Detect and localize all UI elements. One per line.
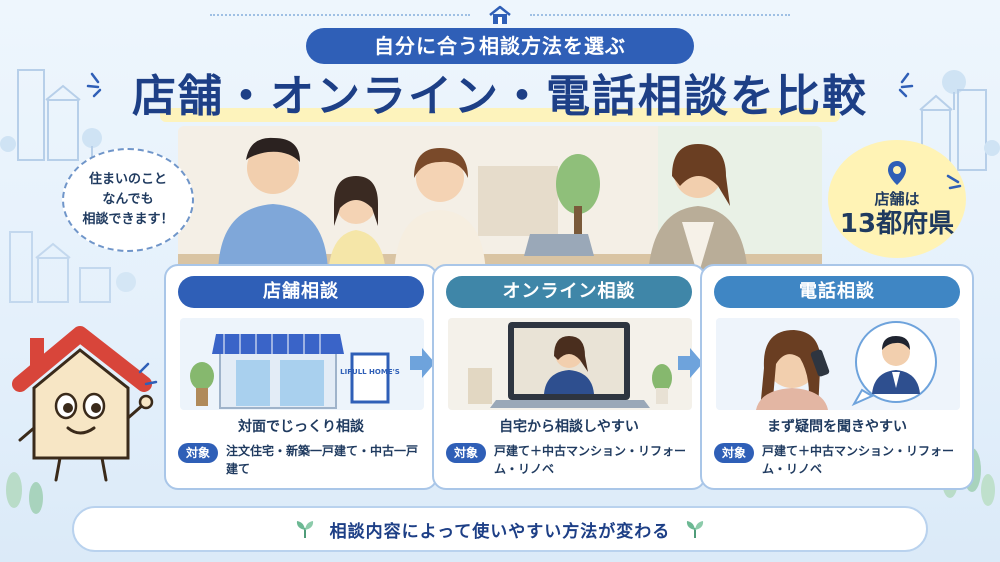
target-badge: 対象: [446, 443, 487, 463]
card-phone-feature: まず疑問を聞きやすい: [767, 419, 907, 435]
store-badge-line1: 店舗は: [874, 189, 920, 208]
online-illustration: [448, 318, 692, 410]
card-online-target: 対象 戸建て＋中古マンション・リフォーム・リノベ: [446, 442, 696, 478]
card-online-feature: 自宅から相談しやすい: [499, 419, 639, 435]
store-count-badge: 店舗は 13都府県: [828, 140, 966, 258]
card-store-target-text: 注文住宅・新築一戸建て・中古一戸建て: [226, 444, 419, 476]
card-online-target-text: 戸建て＋中古マンション・リフォーム・リノベ: [494, 444, 687, 476]
card-store-target: 対象 注文住宅・新築一戸建て・中古一戸建て: [178, 442, 428, 478]
card-store-title: 店舗相談: [178, 276, 424, 308]
house-icon: [489, 5, 511, 24]
card-phone-title: 電話相談: [714, 276, 960, 308]
top-dotted-line-right: [530, 14, 790, 16]
card-online-title: オンライン相談: [446, 276, 692, 308]
house-mascot: [12, 326, 158, 482]
store-sign-text: LIFULL HOME'S: [340, 368, 400, 376]
leaf-icon: [687, 521, 704, 538]
card-online-consultation: オンライン相談 自宅から相談しやすい 対象 戸建て＋中古マンション・リフォーム・…: [432, 264, 706, 490]
store-illustration: LIFULL HOME'S: [180, 318, 424, 410]
speech-bubble: 住まいのこと なんでも 相談できます！: [62, 148, 194, 252]
map-pin-icon: [888, 160, 906, 185]
phone-illustration: [716, 318, 960, 410]
target-badge: 対象: [714, 443, 755, 463]
sparkle-icon-left: [86, 72, 102, 98]
sparkle-icon-right: [898, 72, 914, 98]
consultation-photo: [178, 126, 822, 276]
target-badge: 対象: [178, 443, 219, 463]
card-phone-target: 対象 戸建て＋中古マンション・リフォーム・リノベ: [714, 442, 964, 478]
card-phone-consultation: 電話相談 まず疑問を聞きやすい 対象 戸建て＋中古マンション・リフォーム・リノベ: [700, 264, 974, 490]
store-badge-line2: 13都府県: [839, 208, 955, 239]
arrow-right-icon: [678, 348, 703, 378]
page-title: 店舗・オンライン・電話相談を比較: [132, 71, 868, 122]
title-highlight: [160, 108, 840, 122]
leaf-icon: [296, 521, 313, 538]
footer-text: 相談内容によって使いやすい方法が変わる: [329, 521, 671, 542]
card-store-consultation: 店舗相談 LIFULL HOME'S 対面でじっくり相談 対象 注文住宅・新築一…: [164, 264, 438, 490]
card-store-feature: 対面でじっくり相談: [238, 419, 364, 435]
arrow-right-icon: [410, 348, 435, 378]
sparkle-icon-badge: [946, 174, 962, 190]
subtitle-pill: 自分に合う相談方法を選ぶ: [306, 28, 694, 64]
top-dotted-line-left: [210, 14, 470, 16]
footer-note: 相談内容によって使いやすい方法が変わる: [72, 506, 928, 552]
family-consultation-illustration: [178, 126, 822, 276]
card-phone-target-text: 戸建て＋中古マンション・リフォーム・リノベ: [762, 444, 955, 476]
